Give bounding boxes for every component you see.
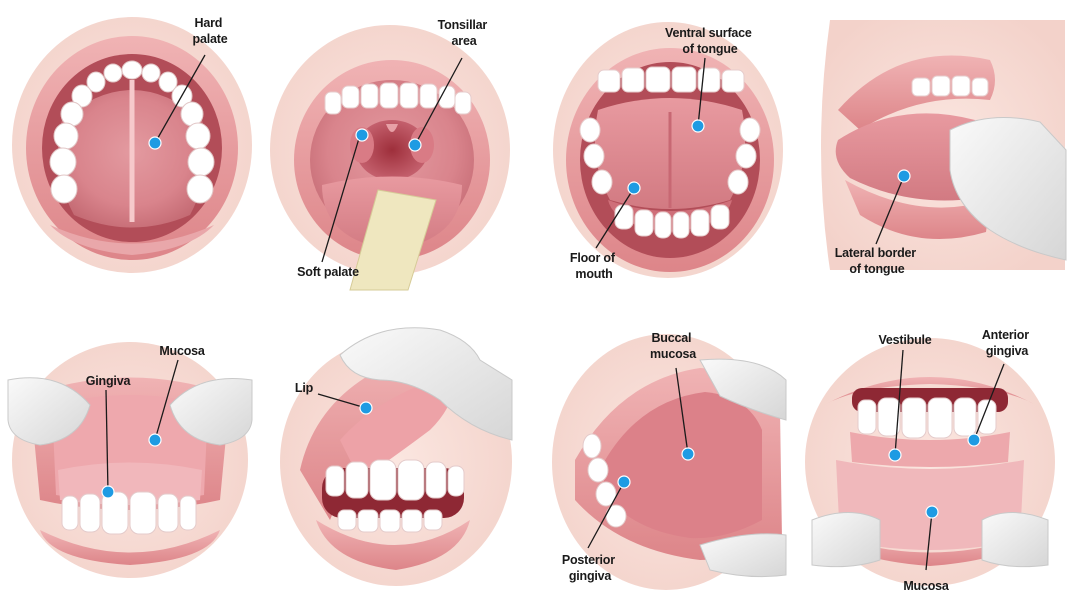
lower-front-teeth: [337, 509, 443, 533]
leader-vestibule: [894, 349, 904, 456]
marker-posterior-gingiva: [617, 475, 631, 489]
label-tonsillar-area: Tonsillar area: [438, 18, 491, 48]
lip-inner-mucosa: [340, 375, 453, 480]
leader-posterior-gingiva: [587, 481, 625, 549]
leader-mucosa: [154, 359, 179, 441]
label-ventral-surface: Ventral surface of tongue: [665, 26, 755, 56]
posterior-teeth: [582, 433, 627, 528]
marker-lateral-border: [897, 169, 911, 183]
panel-tonsillar-area: Tonsillar area Soft palate: [270, 18, 510, 291]
marker-mucosa: [148, 433, 162, 447]
lower-lip: [845, 180, 990, 240]
vestibule-mucosa: [836, 460, 1024, 550]
panel-buccal-mucosa: Buccal mucosa Posterior gingiva: [552, 331, 787, 590]
leader-hard-palate: [154, 54, 206, 144]
label-posterior-gingiva: Posterior gingiva: [562, 553, 618, 583]
glove-lower: [699, 533, 787, 578]
glove-left: [811, 512, 881, 568]
panel-lateral-border: Lateral border of tongue: [821, 20, 1067, 276]
marker-soft-palate: [355, 128, 369, 142]
marker-hard-palate: [148, 136, 162, 150]
label-lateral-border: Lateral border of tongue: [835, 246, 920, 276]
leader-ventral-surface: [697, 57, 706, 127]
panel-ventral-surface: Ventral surface of tongue Floor of mouth: [553, 22, 783, 281]
lower-teeth-arch: [579, 117, 761, 239]
label-mucosa: Mucosa: [159, 344, 206, 358]
tonsil-right: [410, 127, 434, 163]
upper-teeth-arch: [49, 60, 215, 204]
leader-floor-of-mouth: [595, 187, 635, 249]
glove-left: [7, 377, 91, 446]
leader-tonsillar-area: [414, 57, 463, 146]
upper-teeth: [324, 82, 472, 115]
glove-right: [169, 377, 253, 446]
leader-gingiva: [105, 389, 109, 493]
panel-hard-palate: Hard palate: [12, 16, 252, 273]
lower-lip: [316, 520, 470, 570]
marker-lip: [359, 401, 373, 415]
buccal-mucosa-surface: [604, 392, 762, 539]
leader-soft-palate: [321, 134, 361, 263]
tongue-depressor: [349, 189, 437, 291]
label-vestibule: Vestibule: [878, 333, 931, 347]
panel-lip: Lip: [280, 327, 513, 586]
upper-front-teeth: [325, 459, 465, 501]
label-hard-palate: Hard palate: [193, 16, 228, 46]
label-soft-palate: Soft palate: [297, 265, 359, 279]
label-floor-of-mouth: Floor of mouth: [570, 251, 618, 281]
lower-lip-inner: [50, 225, 214, 255]
marker-gingiva: [101, 485, 115, 499]
gauze-gloved-hand: [949, 117, 1067, 261]
throat: [356, 120, 428, 180]
lower-lip: [40, 530, 220, 565]
label-buccal-mucosa: Buccal mucosa: [650, 331, 697, 361]
upper-teeth: [597, 66, 745, 93]
glove-upper: [699, 358, 787, 421]
label-lip: Lip: [295, 381, 314, 395]
label-gingiva: Gingiva: [86, 374, 132, 388]
panel-gingiva: Mucosa Gingiva: [7, 342, 253, 578]
marker-mucosa-lower: [925, 505, 939, 519]
marker-vestibule: [888, 448, 902, 462]
upper-lip: [826, 377, 1034, 404]
upper-teeth: [911, 75, 989, 97]
label-anterior-gingiva: Anterior gingiva: [982, 328, 1032, 358]
leader-lateral-border: [875, 175, 905, 245]
leader-mucosa-lower: [925, 511, 933, 571]
glove-right: [981, 512, 1049, 568]
marker-anterior-gingiva: [967, 433, 981, 447]
leader-anterior-gingiva: [973, 363, 1005, 441]
upper-front-teeth: [61, 491, 197, 535]
label-mucosa-lower: Mucosa: [903, 579, 950, 593]
marker-ventral-surface: [691, 119, 705, 133]
glove: [339, 327, 513, 441]
leader-lip: [317, 393, 367, 409]
panel-vestibule: Vestibule Anterior gingiva Mucosa: [805, 328, 1055, 593]
leader-buccal-mucosa: [675, 367, 689, 455]
marker-floor-of-mouth: [627, 181, 641, 195]
marker-buccal-mucosa: [681, 447, 695, 461]
lower-teeth: [857, 397, 997, 439]
marker-tonsillar-area: [408, 138, 422, 152]
uvula: [386, 124, 398, 132]
